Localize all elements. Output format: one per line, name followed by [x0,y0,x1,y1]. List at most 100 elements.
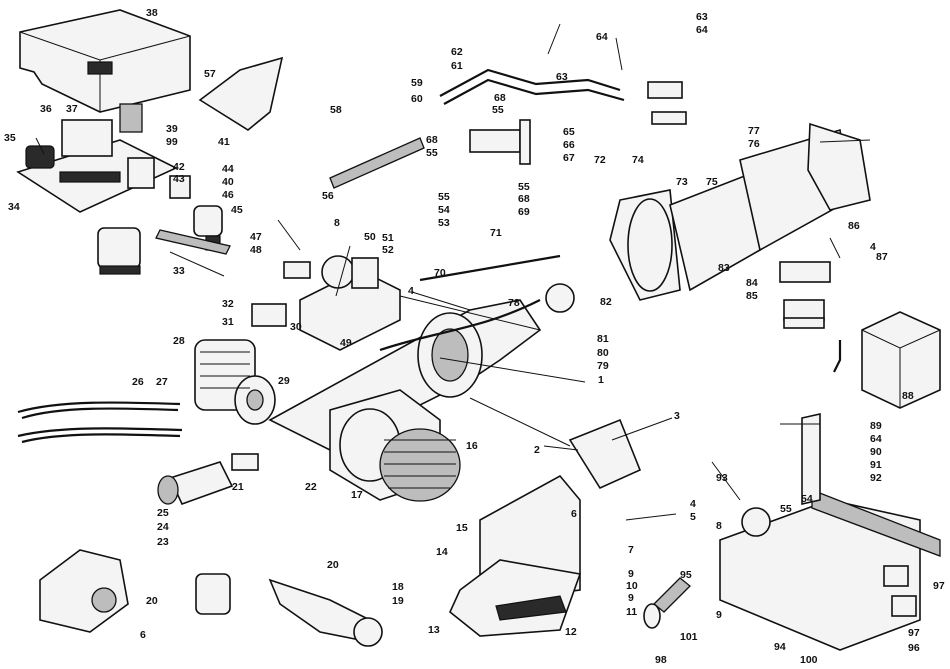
callout-5: 5 [690,511,696,523]
callout-57: 57 [204,68,216,80]
callout-73: 73 [676,176,688,188]
callout-8: 8 [334,217,340,229]
callout-70: 70 [434,267,446,279]
callout-31: 31 [222,316,234,328]
callout-34: 34 [8,201,20,213]
callout-97b: 97 [908,627,920,639]
callout-38: 38 [146,7,158,19]
callout-83: 83 [718,262,730,274]
callout-9b: 9 [628,592,634,604]
callout-64c: 64 [870,433,882,445]
callout-55: 55 [438,191,450,203]
callout-1: 1 [598,374,604,386]
callout-40: 40 [222,176,234,188]
callout-90: 90 [870,446,882,458]
callout-85: 85 [746,290,758,302]
callout-42: 42 [173,161,185,173]
callout-9c: 9 [716,609,722,621]
callout-68b: 68 [426,134,438,146]
callout-21: 21 [232,481,244,493]
callout-79: 79 [597,360,609,372]
callout-6b: 6 [140,629,146,641]
callout-75: 75 [706,176,718,188]
callout-22: 22 [305,481,317,493]
callout-62: 62 [451,46,463,58]
callout-66: 66 [563,139,575,151]
callout-39: 39 [166,123,178,135]
callout-55b: 55 [426,147,438,159]
callout-4: 4 [408,285,414,297]
callout-18: 18 [392,581,404,593]
callout-44: 44 [222,163,234,175]
callout-86: 86 [848,220,860,232]
callout-63: 63 [556,71,568,83]
callout-19: 19 [392,595,404,607]
callout-69: 69 [518,206,530,218]
callout-10: 10 [626,580,638,592]
callout-71: 71 [490,227,502,239]
callout-65: 65 [563,126,575,138]
callout-27: 27 [156,376,168,388]
callout-76: 76 [748,138,760,150]
callout-41: 41 [218,136,230,148]
callout-50: 50 [364,231,376,243]
callout-101: 101 [680,631,698,643]
callout-54: 54 [438,204,450,216]
callout-33: 33 [173,265,185,277]
callout-28: 28 [173,335,185,347]
callout-64b: 64 [696,24,708,36]
callout-52: 52 [382,244,394,256]
callout-15: 15 [456,522,468,534]
callout-8b: 8 [716,520,722,532]
callout-47: 47 [250,231,262,243]
callout-16: 16 [466,440,478,452]
callout-95: 95 [680,569,692,581]
callout-68: 68 [494,92,506,104]
callout-2: 2 [534,444,540,456]
callout-55d: 55 [518,181,530,193]
callout-4c: 4 [690,498,696,510]
callout-20: 20 [327,559,339,571]
callout-74: 74 [632,154,644,166]
leader-lines [35,23,871,521]
callout-29: 29 [278,375,290,387]
callout-49: 49 [340,337,352,349]
callout-63b: 63 [696,11,708,23]
callout-82: 82 [600,296,612,308]
parts-illustration [16,9,941,651]
callout-77: 77 [748,125,760,137]
callout-64: 64 [596,31,608,43]
callout-89: 89 [870,420,882,432]
callout-13: 13 [428,624,440,636]
callout-7: 7 [628,544,634,556]
callout-numbers: 1 2 3 4 5 6 7 8 9 10 11 12 13 14 15 16 1… [4,7,945,666]
callout-87: 87 [876,251,888,263]
callout-78: 78 [508,297,520,309]
callout-93: 93 [716,472,728,484]
callout-11: 11 [626,606,637,618]
callout-12: 12 [565,626,577,638]
callout-20b: 20 [146,595,158,607]
callout-4b: 4 [870,241,876,253]
callout-9: 9 [628,568,634,580]
callout-46: 46 [222,189,234,201]
callout-36: 36 [40,103,52,115]
callout-23: 23 [157,536,169,548]
callout-61: 61 [451,60,463,72]
callout-6: 6 [571,508,577,520]
callout-91: 91 [870,459,882,471]
callout-55e: 55 [780,503,792,515]
callout-81: 81 [597,333,609,345]
callout-45: 45 [231,204,243,216]
callout-53: 53 [438,217,450,229]
callout-55c: 55 [492,104,504,116]
callout-26: 26 [132,376,144,388]
callout-68c: 68 [518,193,530,205]
callout-35: 35 [4,132,16,144]
callout-58: 58 [330,104,342,116]
callout-56: 56 [322,190,334,202]
callout-98: 98 [655,654,667,666]
callout-25: 25 [157,507,169,519]
callout-48: 48 [250,244,262,256]
